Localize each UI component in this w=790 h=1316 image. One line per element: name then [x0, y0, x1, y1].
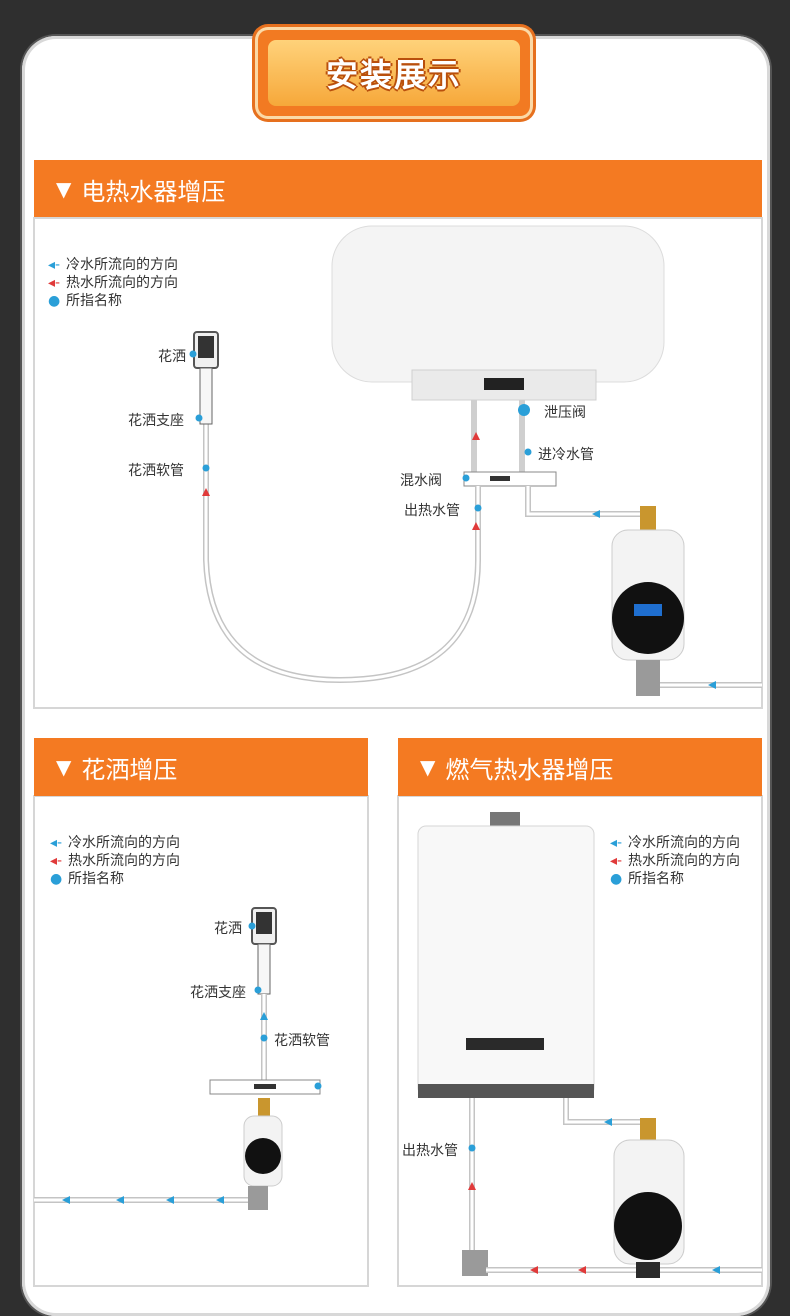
section-header-shower: ▼ 花洒增压 — [34, 738, 368, 796]
name-dot-icon: ● — [50, 871, 63, 887]
section-header-electric: ▼ 电热水器增压 — [34, 160, 762, 218]
shower-head-icon — [251, 907, 277, 995]
triangle-down-icon: ▼ — [56, 755, 72, 779]
cold-arrow-icon: ◂- — [610, 835, 623, 851]
label-shower-seat: 花洒支座 — [128, 413, 184, 429]
label-hot-outlet: 出热水管 — [402, 1143, 458, 1159]
label-mixing-valve: 混水阀 — [400, 473, 442, 489]
title-badge: 安装展示 — [258, 30, 530, 116]
label-shower-hose: 花洒软管 — [128, 463, 184, 479]
label-shower: 花洒 — [214, 921, 242, 937]
hot-arrow-icon: ◂- — [50, 853, 63, 869]
legend-shower: ◂-冷水所流向的方向 ◂-热水所流向的方向 ●所指名称 — [50, 835, 180, 887]
label-cold-inlet: 进冷水管 — [538, 447, 594, 463]
section-title-gas: 燃气热水器增压 — [445, 755, 614, 784]
shower-head-icon — [193, 331, 219, 425]
cold-arrow-icon: ◂- — [48, 257, 61, 273]
legend-electric: ◂-冷水所流向的方向 ◂-热水所流向的方向 ●所指名称 — [48, 257, 178, 309]
booster-pump-icon — [243, 1098, 283, 1210]
water-heater-icon — [331, 225, 665, 401]
triangle-down-icon: ▼ — [420, 755, 436, 779]
booster-pump-icon — [613, 1118, 685, 1278]
label-shower-seat: 花洒支座 — [190, 985, 246, 1001]
section-title-electric: 电热水器增压 — [81, 177, 226, 206]
hot-arrow-icon: ◂- — [48, 275, 61, 291]
name-dot-icon: ● — [48, 293, 61, 309]
page-title: 安装展示 — [325, 56, 462, 94]
gas-heater-icon — [417, 812, 595, 1098]
cold-arrow-icon: ◂- — [50, 835, 63, 851]
label-shower: 花洒 — [158, 349, 186, 365]
hot-arrow-icon: ◂- — [610, 853, 623, 869]
legend-gas: ◂-冷水所流向的方向 ◂-热水所流向的方向 ●所指名称 — [610, 835, 740, 887]
triangle-down-icon: ▼ — [56, 177, 72, 201]
label-pressure-valve: 泄压阀 — [544, 405, 586, 421]
title-badge-inner: 安装展示 — [268, 40, 520, 106]
name-dot-icon: ● — [610, 871, 623, 887]
booster-pump-icon — [611, 506, 685, 696]
label-hot-outlet: 出热水管 — [404, 503, 460, 519]
label-shower-hose: 花洒软管 — [274, 1033, 330, 1049]
section-header-gas: ▼ 燃气热水器增压 — [398, 738, 762, 796]
section-title-shower: 花洒增压 — [81, 755, 178, 784]
